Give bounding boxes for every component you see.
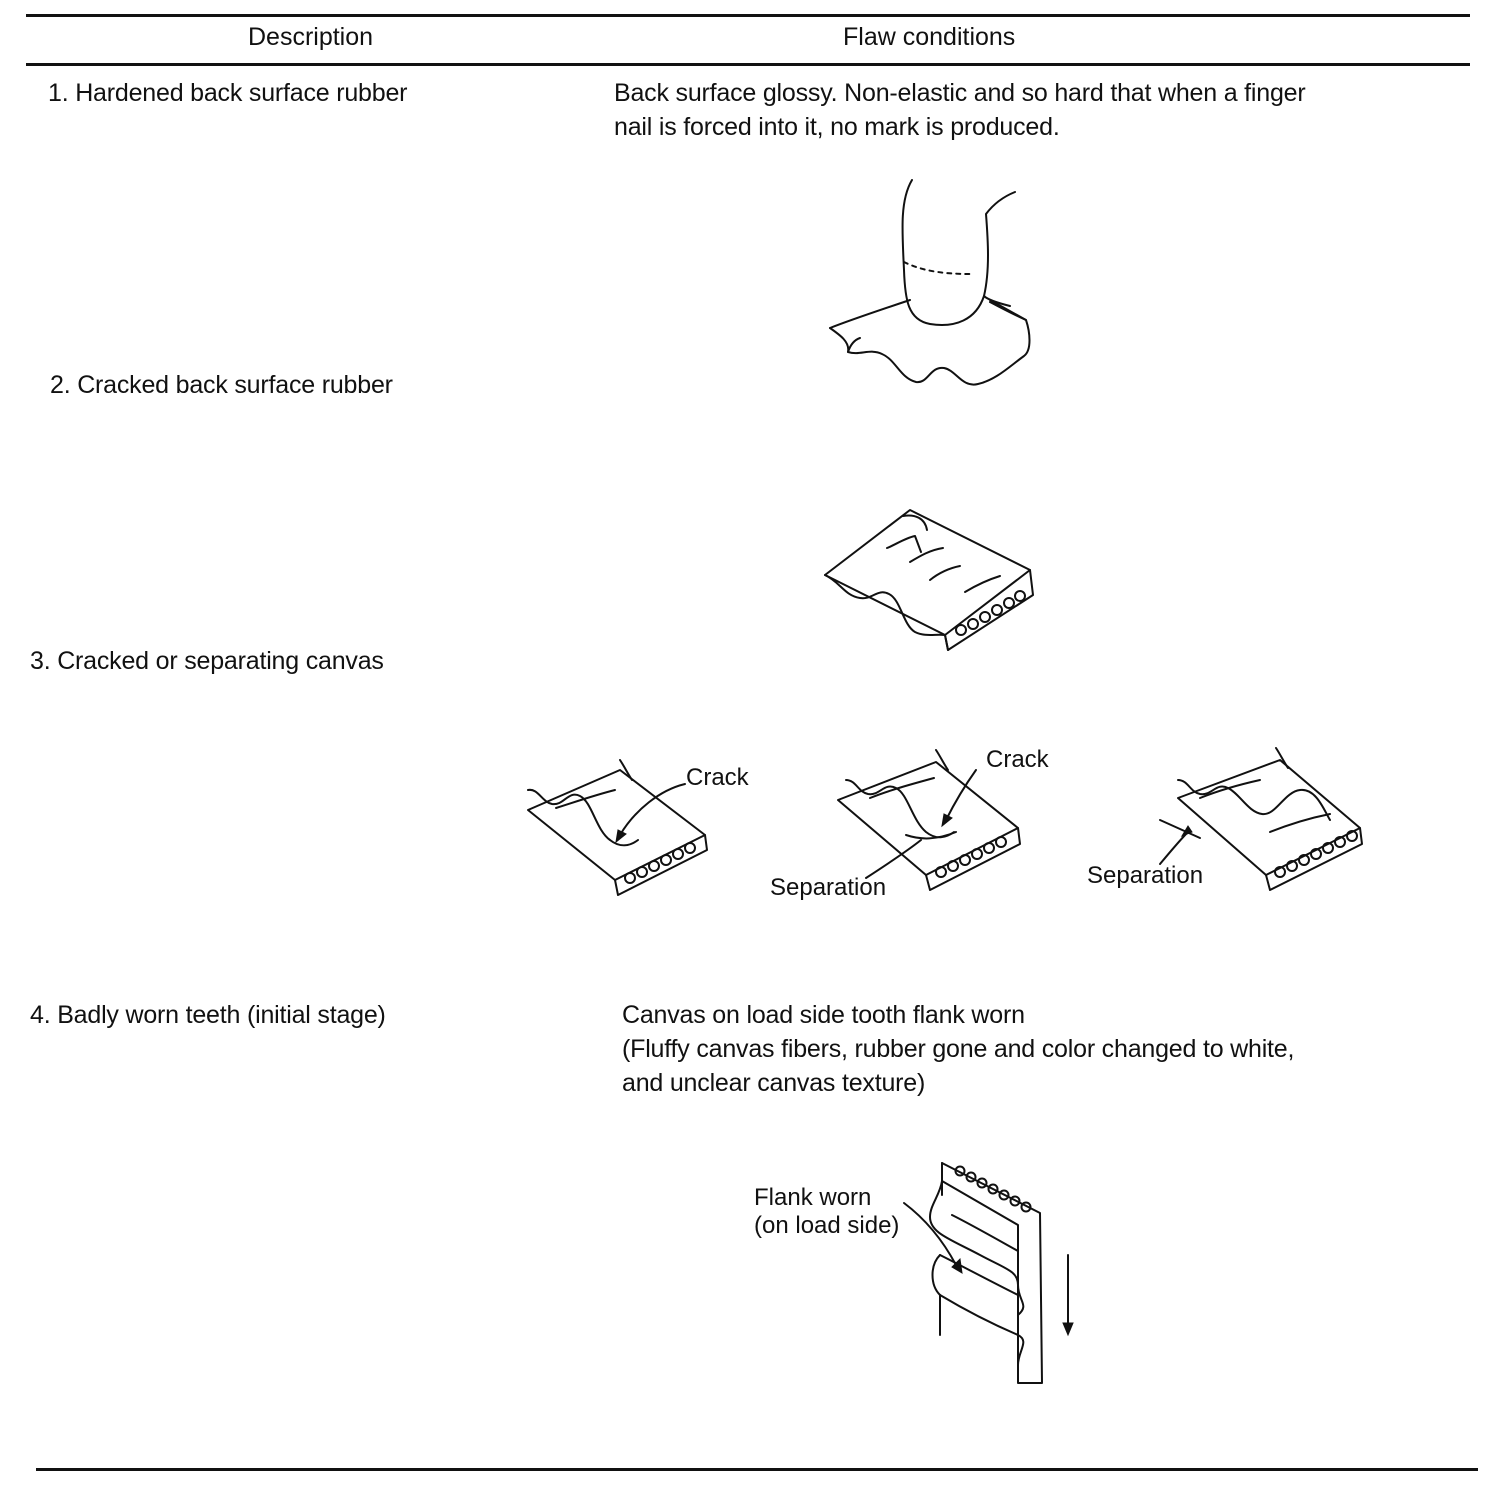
row-4-flaw-line-3: and unclear canvas texture) [622, 1069, 926, 1097]
column-header-description: Description [248, 23, 374, 51]
flank-worn-label-line-1: Flank worn [754, 1184, 872, 1211]
separation-label-2: Separation [1087, 862, 1204, 889]
cracked-back-belt-illustration [824, 509, 1034, 651]
row-4-flaw-line-1: Canvas on load side tooth flank worn [622, 1001, 1025, 1029]
canvas-crack-illustration [527, 759, 708, 896]
column-header-flaw-conditions: Flaw conditions [843, 23, 1016, 51]
row-4-flaw-line-2: (Fluffy canvas fibers, rubber gone and c… [622, 1035, 1295, 1063]
table-top-rule [26, 14, 1470, 17]
worn-teeth-belt-illustration [903, 1162, 1074, 1384]
canvas-crack-separation-illustration [837, 749, 1021, 891]
row-3-description: 3. Cracked or separating canvas [30, 647, 384, 675]
row-4-description: 4. Badly worn teeth (initial stage) [30, 1001, 386, 1029]
canvas-separation-illustration [1159, 747, 1363, 891]
flank-worn-label-line-2: (on load side) [754, 1212, 900, 1239]
finger-on-belt-illustration [829, 179, 1031, 386]
crack-label-2: Crack [986, 746, 1049, 773]
row-2-description: 2. Cracked back surface rubber [50, 371, 393, 399]
row-1-flaw-line-1: Back surface glossy. Non-elastic and so … [614, 79, 1306, 107]
crack-label-1: Crack [686, 764, 749, 791]
row-1-description: 1. Hardened back surface rubber [48, 79, 408, 107]
header-bottom-rule [26, 63, 1470, 66]
separation-label-1: Separation [770, 874, 887, 901]
row-1-flaw-line-2: nail is forced into it, no mark is produ… [614, 113, 1060, 141]
table-bottom-rule [36, 1468, 1478, 1471]
